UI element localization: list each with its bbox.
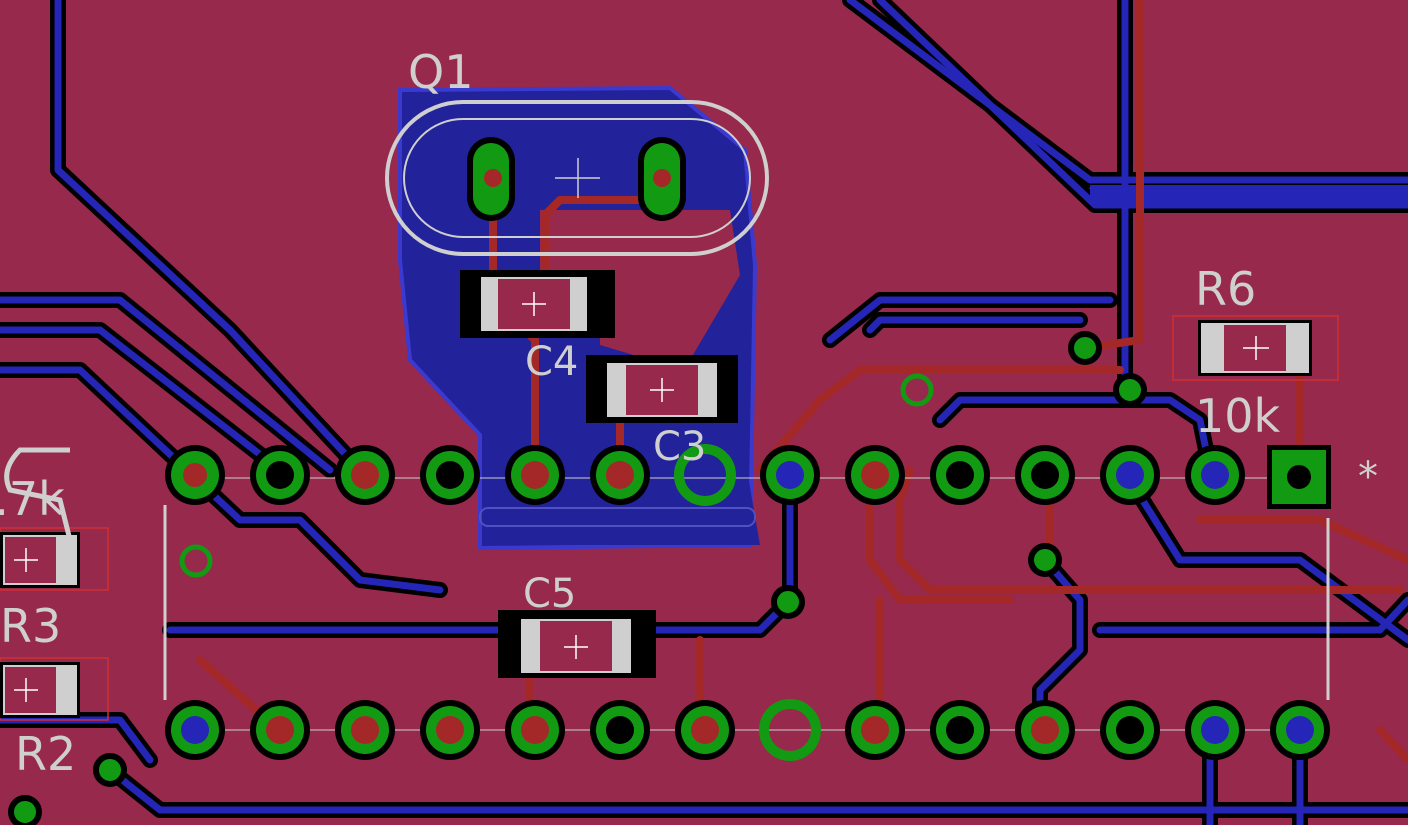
- via: [900, 373, 934, 407]
- label-q1: Q1: [408, 45, 473, 99]
- crystal-q1[interactable]: [385, 100, 769, 256]
- resistor-r3-partial[interactable]: [0, 527, 109, 591]
- via: [771, 585, 805, 619]
- label-r6: R6: [1195, 262, 1256, 316]
- label-left-ref: R3: [0, 599, 61, 653]
- vias: [8, 331, 1147, 825]
- via: [8, 795, 42, 825]
- label-r6-value: 10k: [1195, 389, 1281, 443]
- resistor-r2-partial[interactable]: [0, 657, 109, 721]
- resistor-r6[interactable]: [1172, 315, 1339, 381]
- via: [179, 544, 213, 578]
- pin1-marker: *: [1358, 454, 1378, 500]
- capacitor-c3[interactable]: [586, 355, 738, 423]
- ic-pads-top-row: [165, 444, 1331, 509]
- via: [1113, 373, 1147, 407]
- capacitor-c4[interactable]: [460, 270, 615, 338]
- ic-pads-bottom-row: [165, 699, 1330, 761]
- capacitor-c5[interactable]: [498, 610, 656, 678]
- label-c5: C5: [523, 571, 576, 617]
- via: [1068, 331, 1102, 365]
- label-c3: C3: [653, 424, 706, 470]
- label-left-value: 4.7k: [0, 472, 65, 526]
- silkscreen-arc-partial: [4, 447, 73, 541]
- via: [1028, 543, 1062, 577]
- label-r2: R2: [15, 727, 76, 781]
- label-c4: C4: [525, 339, 578, 385]
- via: [93, 753, 127, 787]
